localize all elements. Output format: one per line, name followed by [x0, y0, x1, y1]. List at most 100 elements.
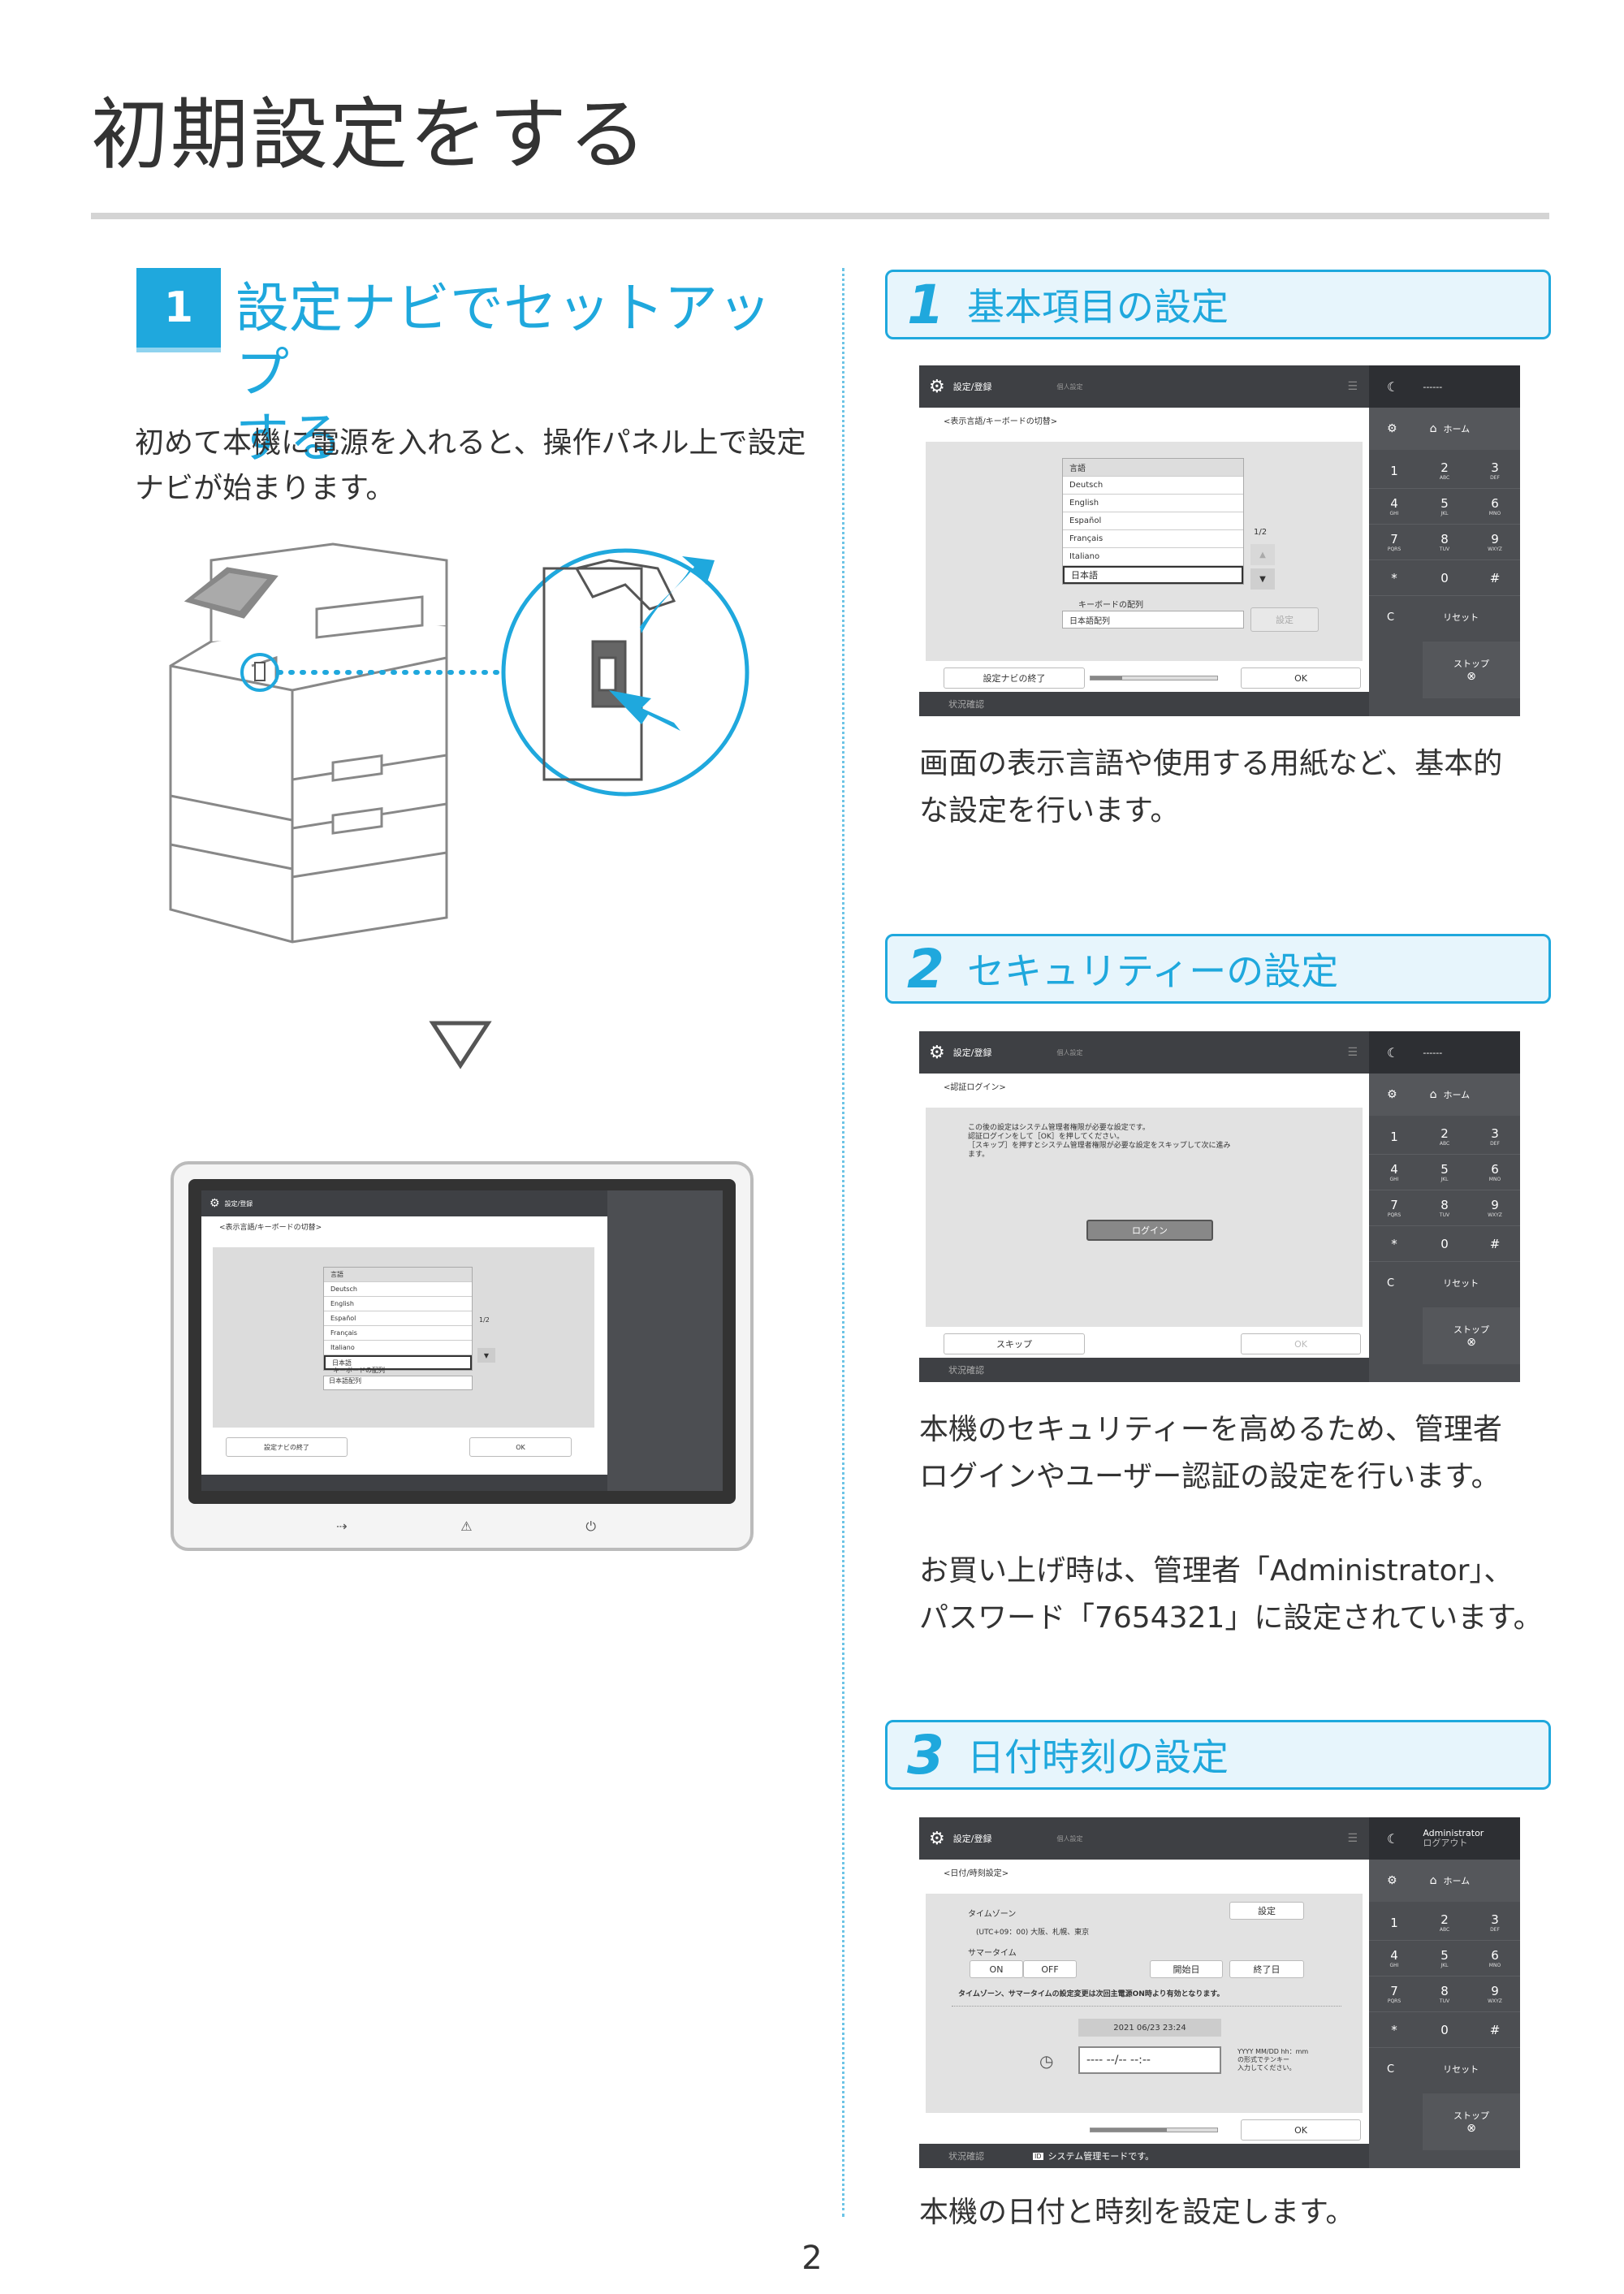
sleep-icon[interactable]: ☾	[1387, 1830, 1399, 1847]
list-item[interactable]: Italiano	[324, 1341, 472, 1355]
screen1-set-button[interactable]: 設定	[1250, 607, 1319, 632]
screen2-top-tab2[interactable]: 個人設定	[1056, 1048, 1083, 1056]
screen3-off-button[interactable]: OFF	[1023, 1960, 1077, 1978]
menu-icon[interactable]: ☰	[1347, 380, 1358, 393]
list-item[interactable]: 日本語	[1063, 566, 1243, 584]
screen3-home-label[interactable]: ホーム	[1443, 1876, 1471, 1886]
screen3-on-button[interactable]: ON	[970, 1960, 1023, 1978]
reset-key[interactable]: リセット	[1443, 1278, 1479, 1289]
keypad-key[interactable]: *	[1369, 2012, 1419, 2048]
screen1-top-title[interactable]: 設定/登録	[952, 382, 992, 392]
screen3-status-label[interactable]: 状況確認	[948, 2151, 984, 2162]
device-keyboard-value[interactable]: 日本語配列	[323, 1376, 473, 1390]
list-item[interactable]: 日本語	[324, 1355, 472, 1370]
screen1-end-button[interactable]: 設定ナビの終了	[944, 667, 1085, 689]
screen3-stop-key[interactable]: ストップ ⊗	[1423, 2093, 1520, 2150]
screen1-ok-button[interactable]: OK	[1241, 667, 1361, 689]
list-item[interactable]: English	[324, 1297, 472, 1311]
screen2-top-title[interactable]: 設定/登録	[952, 1048, 992, 1058]
settings-gear-icon[interactable]: ⚙	[1387, 1088, 1397, 1101]
screen1-stop-key[interactable]: ストップ ⊗	[1423, 642, 1520, 698]
list-item[interactable]: Español	[1063, 512, 1243, 530]
keypad-key[interactable]: 0	[1419, 2012, 1470, 2048]
screen2-ok-button[interactable]: OK	[1241, 1333, 1361, 1354]
screen1-status-label[interactable]: 状況確認	[948, 699, 984, 710]
screen1-keyboard-value[interactable]: 日本語配列	[1062, 611, 1244, 629]
keypad-key[interactable]: 0	[1419, 560, 1470, 596]
screen2-skip-button[interactable]: スキップ	[944, 1333, 1085, 1354]
screen3-datetime-input[interactable]: ---- --/-- --:--	[1078, 2046, 1221, 2074]
list-item[interactable]: Français	[324, 1326, 472, 1341]
clear-key[interactable]: C	[1387, 611, 1395, 624]
screen2-home-label[interactable]: ホーム	[1443, 1090, 1471, 1100]
screen2-status-label[interactable]: 状況確認	[948, 1365, 984, 1376]
reset-key[interactable]: リセット	[1443, 612, 1479, 623]
power-icon[interactable]: ⏻	[585, 1519, 596, 1534]
list-item[interactable]: English	[1063, 495, 1243, 512]
clear-key[interactable]: C	[1387, 1277, 1395, 1290]
keypad-key[interactable]: #	[1470, 560, 1520, 596]
energy-saver-icon[interactable]: ⇢	[336, 1519, 348, 1534]
keypad-key[interactable]: *	[1369, 560, 1419, 596]
screen2-login-button[interactable]: ログイン	[1086, 1220, 1213, 1241]
device-end-button[interactable]: 設定ナビの終了	[226, 1437, 348, 1457]
screen3-logout[interactable]: ログアウト	[1423, 1838, 1468, 1848]
clear-key[interactable]: C	[1387, 2063, 1395, 2076]
screen3-top-title[interactable]: 設定/登録	[952, 1834, 992, 1844]
list-item[interactable]: Deutsch	[324, 1282, 472, 1297]
device-ok-button[interactable]: OK	[469, 1437, 572, 1457]
home-icon[interactable]: ⌂	[1429, 422, 1437, 435]
keypad-key[interactable]: 1	[1369, 1905, 1419, 1941]
list-item[interactable]: Italiano	[1063, 548, 1243, 566]
keypad-key[interactable]: *	[1369, 1226, 1419, 1262]
screen3-timezone-set-button[interactable]: 設定	[1229, 1902, 1304, 1920]
scroll-up-button[interactable]: ▲	[1250, 544, 1275, 565]
list-item[interactable]: Español	[324, 1311, 472, 1326]
screen3-end-date-button[interactable]: 終了日	[1229, 1960, 1304, 1978]
home-icon[interactable]: ⌂	[1429, 1874, 1437, 1887]
screen2-stop-key[interactable]: ストップ ⊗	[1423, 1307, 1520, 1364]
screen3-start-date-button[interactable]: 開始日	[1150, 1960, 1223, 1978]
screen1-home-label[interactable]: ホーム	[1443, 424, 1471, 434]
sleep-icon[interactable]: ☾	[1387, 378, 1399, 395]
scroll-down-button[interactable]: ▼	[1250, 568, 1275, 590]
reset-key[interactable]: リセット	[1443, 2064, 1479, 2075]
screen3-top-tab2[interactable]: 個人設定	[1056, 1834, 1083, 1843]
keypad-key[interactable]: #	[1470, 1226, 1520, 1262]
settings-gear-icon[interactable]: ⚙	[1387, 422, 1397, 435]
keypad-key[interactable]: 1	[1369, 453, 1419, 489]
device-scroll-down-button[interactable]: ▼	[477, 1348, 495, 1363]
keypad-key[interactable]: 0	[1419, 1226, 1470, 1262]
screen3-ok-button[interactable]: OK	[1241, 2119, 1361, 2141]
home-icon[interactable]: ⌂	[1429, 1088, 1437, 1101]
keypad-key[interactable]: 1	[1369, 1119, 1419, 1155]
screen1-top-tab2[interactable]: 個人設定	[1056, 382, 1083, 391]
list-item[interactable]: Deutsch	[1063, 477, 1243, 495]
sleep-icon[interactable]: ☾	[1387, 1044, 1399, 1061]
list-item[interactable]: Français	[1063, 530, 1243, 548]
settings-gear-icon[interactable]: ⚙	[1387, 1874, 1397, 1887]
menu-icon[interactable]: ☰	[1347, 1046, 1358, 1059]
